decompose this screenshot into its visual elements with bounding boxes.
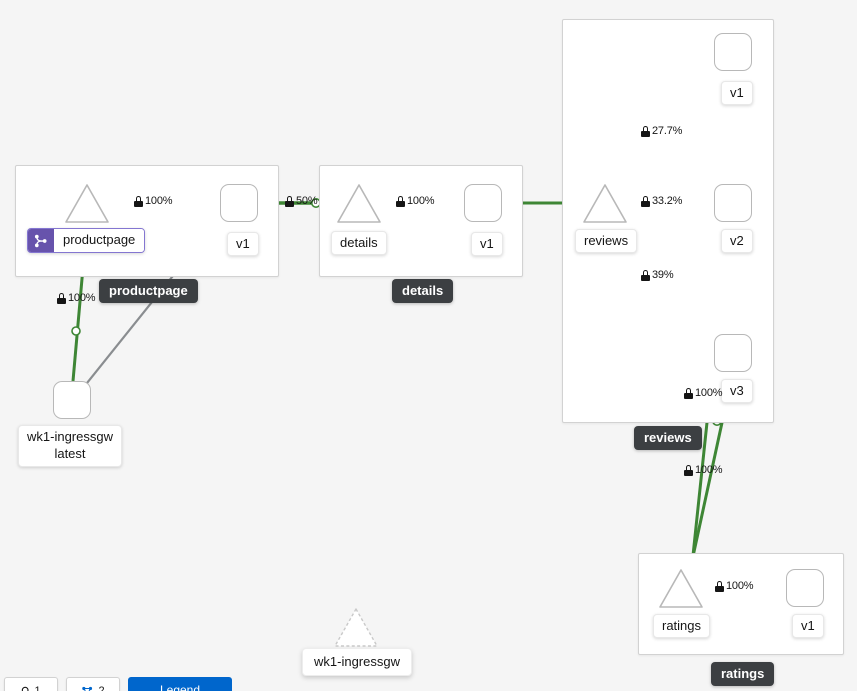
node-label-reviews-v2[interactable]: v2 [721, 229, 753, 254]
mtls-lock-icon [684, 465, 693, 476]
workload-node-details-v1[interactable] [464, 184, 502, 222]
node-label-productpage-v1[interactable]: v1 [227, 232, 259, 257]
magnifier-icon [22, 686, 29, 691]
node-label-reviews-service[interactable]: reviews [575, 229, 638, 254]
layout-control-button[interactable]: 2 [66, 677, 120, 691]
bottom-toolbar[interactable]: 1 2 Legend [0, 677, 264, 691]
edge-label-text: 33.2% [652, 195, 683, 207]
node-label-ingressgw[interactable]: wk1-ingressgw latest [18, 425, 122, 467]
workload-node-ingressgw[interactable] [53, 381, 91, 419]
edge-label-details-to-v1[interactable]: 100% [396, 195, 435, 207]
edge-label-productpage-to-v1[interactable]: 100% [134, 195, 173, 207]
edge-label-ingressgw-to-productpage[interactable]: 100% [57, 292, 96, 304]
workload-node-reviews-v1[interactable] [714, 33, 752, 71]
edge-label-reviews-to-v1[interactable]: 27.7% [641, 126, 682, 137]
mtls-lock-icon [684, 388, 693, 399]
mtls-lock-icon [134, 196, 143, 207]
group-pill-details[interactable]: details [392, 279, 454, 303]
zoom-control-button[interactable]: 1 [4, 677, 58, 691]
node-label-line1: wk1-ingressgw [27, 429, 113, 444]
mtls-lock-icon [641, 126, 650, 137]
node-label-details-v1[interactable]: v1 [471, 232, 503, 257]
edge-label-text: 100% [407, 195, 435, 207]
edge-label-reviews-to-v3[interactable]: 39% [641, 269, 674, 281]
node-label-ratings-v1[interactable]: v1 [792, 614, 824, 639]
service-node-details[interactable] [335, 182, 383, 226]
group-pill-reviews[interactable]: reviews [634, 426, 702, 450]
edge-label-productpage-v1-to-details[interactable]: 50% [285, 195, 318, 207]
drag-preview-tooltip: wk1-ingressgw [302, 648, 412, 676]
node-label-productpage-service[interactable]: productpage [27, 228, 146, 254]
node-label-text: productpage [54, 229, 145, 253]
edge-label-text: 100% [695, 464, 723, 476]
edge-label-reviews-to-v2[interactable]: 33.2% [641, 196, 682, 207]
service-node-reviews[interactable] [581, 182, 629, 226]
edge-label-text: 39% [652, 269, 674, 281]
mtls-lock-icon [396, 196, 405, 207]
mtls-lock-icon [641, 196, 650, 207]
layout-value: 2 [98, 685, 105, 691]
edge-label-reviews-v3-to-ratings[interactable]: 100% [684, 387, 723, 399]
workload-node-productpage-v1[interactable] [220, 184, 258, 222]
group-pill-productpage[interactable]: productpage [99, 279, 198, 303]
edge-label-text: 100% [68, 292, 96, 304]
legend-button[interactable]: Legend [128, 677, 232, 691]
group-pill-ratings[interactable]: ratings [711, 662, 775, 686]
edge-label-text: 100% [726, 580, 754, 592]
edge-label-text: 27.7% [652, 125, 683, 137]
node-label-details-service[interactable]: details [331, 231, 387, 256]
mtls-lock-icon [641, 270, 650, 281]
mtls-lock-icon [57, 293, 66, 304]
node-label-line2: latest [54, 445, 86, 461]
edge-label-text: 100% [145, 195, 173, 207]
workload-node-ratings-v1[interactable] [786, 569, 824, 607]
mtls-lock-icon [285, 196, 294, 207]
graph-layout-icon [82, 686, 93, 691]
node-label-reviews-v3[interactable]: v3 [721, 379, 753, 404]
edge-label-text: 50% [296, 195, 318, 207]
mtls-lock-icon [715, 581, 724, 592]
edge-midpoint-marker [71, 326, 81, 336]
edge-label-reviews-v2-to-ratings[interactable]: 100% [684, 464, 723, 476]
node-label-reviews-v1[interactable]: v1 [721, 81, 753, 106]
edge-label-ratings-to-v1[interactable]: 100% [715, 580, 754, 592]
service-node-productpage[interactable] [63, 182, 111, 226]
node-label-ratings-service[interactable]: ratings [653, 614, 711, 639]
zoom-value: 1 [34, 685, 41, 691]
virtual-service-icon [28, 229, 54, 253]
workload-node-reviews-v2[interactable] [714, 184, 752, 222]
workload-node-reviews-v3[interactable] [714, 334, 752, 372]
service-node-ratings[interactable] [657, 567, 705, 611]
edge-label-text: 100% [695, 387, 723, 399]
drag-preview-triangle-icon [334, 608, 378, 647]
